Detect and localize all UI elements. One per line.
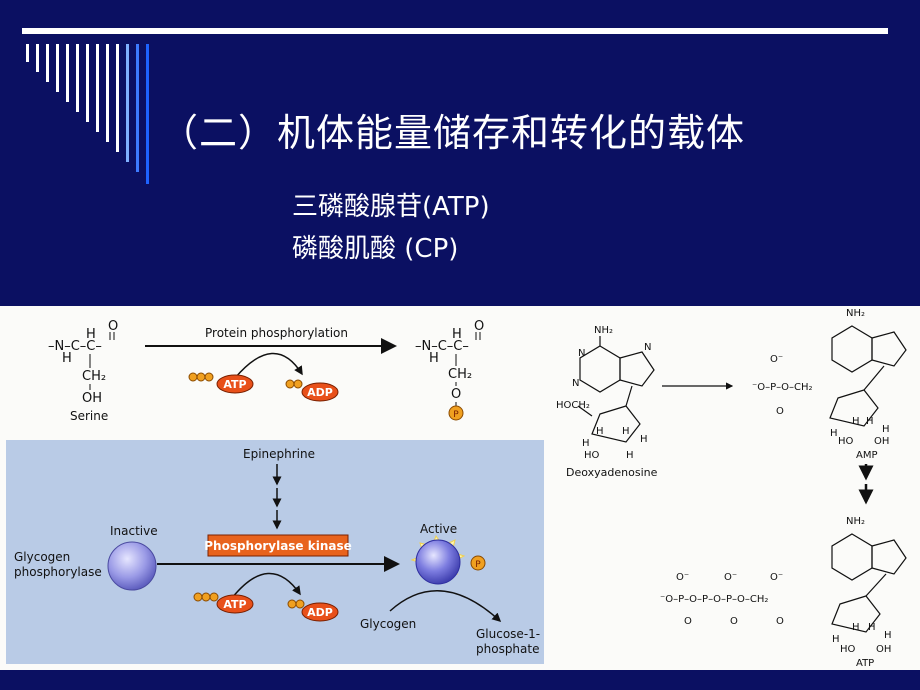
svg-text:P: P [453, 410, 459, 420]
svg-text:O: O [684, 616, 692, 627]
svg-text:H: H [852, 622, 860, 633]
svg-text:H: H [86, 327, 96, 342]
active-label: Active [420, 522, 457, 536]
decorative-bars [26, 44, 149, 184]
svg-text:O⁻: O⁻ [724, 572, 737, 583]
slide-title: （二）机体能量储存和转化的载体 [160, 111, 746, 155]
glycogen-label: Glycogen [360, 617, 416, 631]
svg-text:H: H [852, 416, 860, 427]
svg-text:H: H [882, 424, 890, 435]
adp-token-top: ADP [285, 379, 339, 402]
inactive-label: Inactive [110, 524, 158, 538]
svg-text:H: H [866, 416, 874, 427]
svg-text:OH: OH [874, 436, 889, 447]
svg-text:H: H [830, 428, 838, 439]
title-rule [22, 28, 888, 34]
atp-adp-curve [234, 352, 303, 379]
svg-text:H: H [429, 351, 439, 366]
active-enzyme-sphere [415, 539, 461, 585]
svg-text:OH: OH [876, 644, 891, 655]
svg-text:NH₂: NH₂ [846, 516, 865, 527]
svg-text:HO: HO [584, 450, 600, 461]
serine-label: Serine [70, 409, 108, 423]
phosphate-icon [448, 405, 464, 421]
atp-structure-label: ATP [856, 658, 874, 669]
enzyme-label-line2: phosphorylase [14, 565, 102, 579]
svg-text:O⁻: O⁻ [770, 572, 783, 583]
svg-text:–N–C–C–: –N–C–C– [415, 339, 469, 354]
phosphorylation-label: Protein phosphorylation [205, 326, 348, 340]
svg-text:H: H [626, 450, 634, 461]
active-phosphate-icon [470, 555, 486, 571]
glycogen-arrow [389, 590, 502, 623]
svg-text:N: N [572, 378, 579, 389]
svg-text:O: O [730, 616, 738, 627]
svg-text:H: H [62, 351, 72, 366]
bullet-cp: 磷酸肌酸 (CP) [292, 234, 459, 264]
amp-structure [829, 325, 907, 427]
bullet-atp: 三磷酸腺苷(ATP) [292, 192, 490, 222]
svg-text:O: O [776, 616, 784, 627]
svg-text:H: H [868, 622, 876, 633]
svg-text:H: H [452, 327, 462, 342]
adp-label-top: ADP [307, 386, 333, 399]
svg-text:⁻O–P–O–CH₂: ⁻O–P–O–CH₂ [752, 382, 813, 393]
product-label-line1: Glucose-1- [476, 627, 540, 641]
svg-text:OH: OH [82, 391, 102, 406]
atp-structure [831, 533, 907, 633]
inactive-enzyme-sphere [107, 541, 157, 591]
svg-text:HO: HO [838, 436, 854, 447]
atp-token-bottom: ATP [193, 592, 254, 614]
phosphoserine-structure: –N–C–C– H O H CH₂ O [415, 319, 484, 406]
svg-text:HOCH₂: HOCH₂ [556, 400, 590, 411]
svg-text:NH₂: NH₂ [846, 308, 865, 319]
amp-label: AMP [856, 450, 878, 461]
svg-text:N: N [644, 342, 651, 353]
svg-text:NH₂: NH₂ [594, 325, 613, 336]
phosphorylase-kinase-box [207, 534, 349, 557]
serine-structure: –N–C–C– H O H CH₂ OH [48, 319, 118, 406]
svg-text:P: P [475, 560, 481, 570]
svg-text:O: O [108, 319, 118, 334]
atp-label-top: ATP [223, 378, 246, 391]
phosphorylase-kinase-label: Phosphorylase kinase [204, 539, 352, 553]
svg-text:O⁻: O⁻ [770, 354, 783, 365]
svg-text:CH₂: CH₂ [82, 369, 106, 384]
svg-text:H: H [582, 438, 590, 449]
svg-text:–N–C–C–: –N–C–C– [48, 339, 102, 354]
svg-text:H: H [884, 630, 892, 641]
svg-text:CH₂: CH₂ [448, 367, 472, 382]
svg-text:H: H [832, 634, 840, 645]
svg-text:O: O [474, 319, 484, 334]
svg-text:HO: HO [840, 644, 856, 655]
product-label-line2: phosphate [476, 642, 539, 656]
enzyme-label-line1: Glycogen [14, 550, 70, 564]
deoxyadenosine-structure [577, 336, 655, 443]
adp-token-bottom: ADP [287, 599, 339, 622]
adp-label-bottom: ADP [307, 606, 333, 619]
atp-label-bottom: ATP [223, 598, 246, 611]
svg-text:H: H [596, 426, 604, 437]
svg-text:O: O [776, 406, 784, 417]
epinephrine-label: Epinephrine [243, 447, 315, 461]
svg-text:N: N [578, 348, 585, 359]
biochemistry-figure: –N–C–C– H O H CH₂ OH Serine Protein phos… [14, 308, 907, 669]
svg-text:O: O [451, 387, 461, 402]
deoxyadenosine-label: Deoxyadenosine [566, 466, 658, 479]
svg-text:O⁻: O⁻ [676, 572, 689, 583]
svg-text:⁻O–P–O–P–O–P–O–CH₂: ⁻O–P–O–P–O–P–O–CH₂ [660, 594, 768, 605]
svg-text:H: H [622, 426, 630, 437]
svg-text:H: H [640, 434, 648, 445]
atp-token-top: ATP [188, 372, 254, 394]
